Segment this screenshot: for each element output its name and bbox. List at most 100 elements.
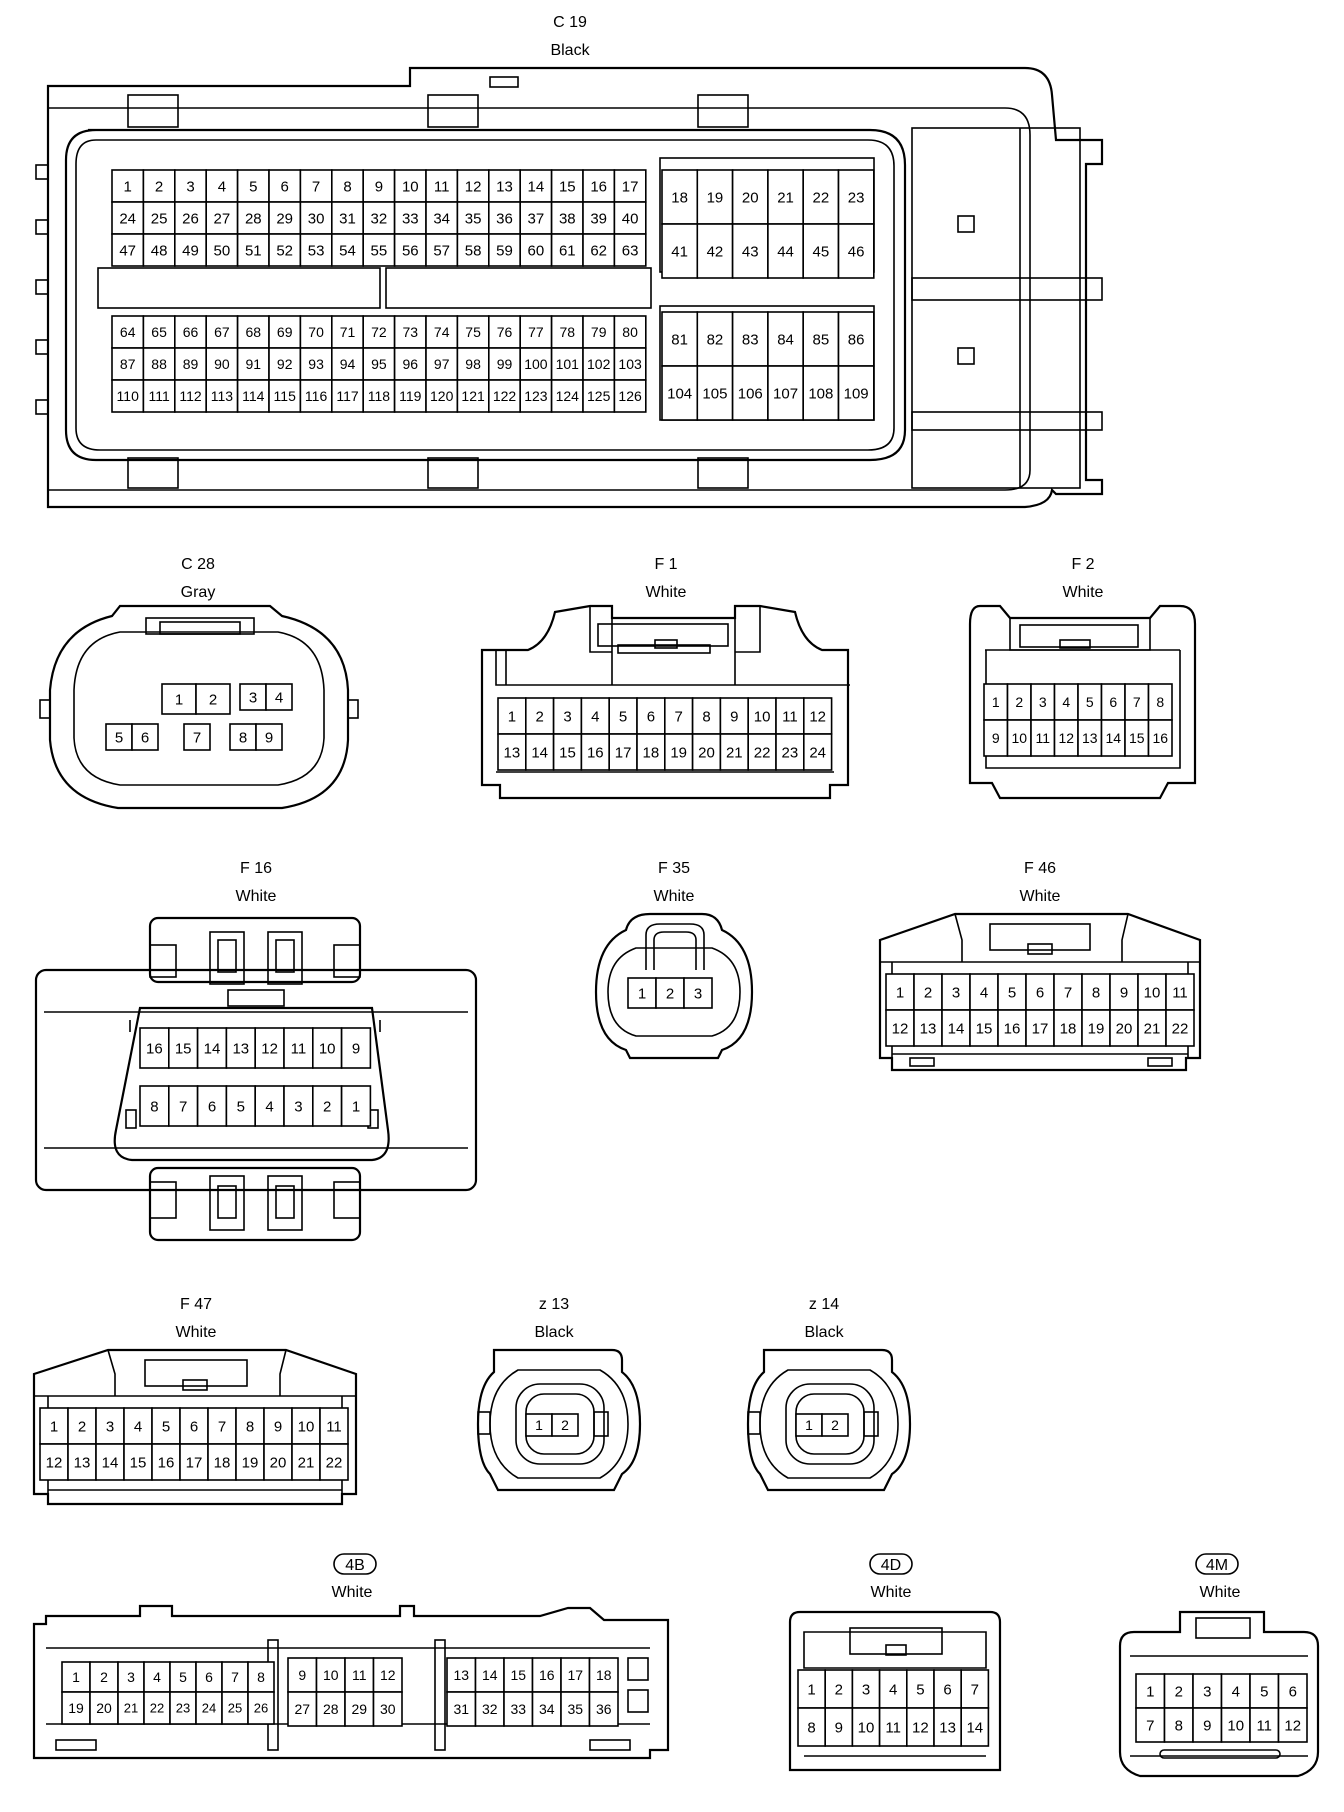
pin-number: 13 xyxy=(920,1020,937,1037)
pin-cell xyxy=(802,733,833,771)
pin-number: 10 xyxy=(319,1040,336,1057)
pin-number: 4 xyxy=(265,1098,273,1115)
connector-code: z 14 xyxy=(809,1296,839,1313)
pin-cell xyxy=(824,1669,854,1709)
pin-number: 12 xyxy=(261,1040,278,1057)
pin-number: 5 xyxy=(1008,984,1016,1001)
pin-cell xyxy=(283,1085,314,1127)
pin-cell xyxy=(802,365,840,421)
pin-cell xyxy=(142,379,176,413)
pin-number: 70 xyxy=(308,324,324,340)
pin-number: 14 xyxy=(102,1454,119,1471)
pin-number: 19 xyxy=(1088,1020,1105,1037)
pin-number: 59 xyxy=(496,242,513,259)
pin-cell xyxy=(340,1027,372,1069)
pin-number: 58 xyxy=(465,242,482,259)
pin-number: 75 xyxy=(465,324,481,340)
pin-cell xyxy=(123,1443,153,1481)
pin-cell xyxy=(613,315,647,349)
pin-number: 44 xyxy=(777,243,794,260)
pin-number: 16 xyxy=(158,1454,175,1471)
pin-number: 101 xyxy=(556,356,580,372)
pin-number: 111 xyxy=(148,388,169,404)
pin-cell xyxy=(311,1085,343,1127)
pin-cell xyxy=(608,697,638,735)
pin-cell xyxy=(131,723,159,751)
pin-cell xyxy=(236,315,270,349)
pin-number: 17 xyxy=(186,1454,203,1471)
pin-number: 22 xyxy=(150,1701,164,1716)
pin-number: 10 xyxy=(1011,730,1027,746)
pin-number: 6 xyxy=(647,708,655,725)
pin-number: 89 xyxy=(183,356,199,372)
pin-number: 30 xyxy=(308,210,325,227)
pin-cell xyxy=(613,201,647,235)
pin-cell xyxy=(519,347,553,381)
pin-cell xyxy=(580,733,611,771)
pin-number: 26 xyxy=(182,210,199,227)
pin-cell xyxy=(691,733,722,771)
pin-number: 4 xyxy=(1062,694,1070,710)
pin-number: 2 xyxy=(536,708,544,725)
pin-cell xyxy=(425,201,459,235)
pin-number: 47 xyxy=(119,242,136,259)
pin-cell xyxy=(731,365,769,421)
pin-number: 10 xyxy=(1144,984,1161,1001)
pin-cell xyxy=(265,683,293,711)
pin-cell xyxy=(239,683,267,711)
pin-number: 4 xyxy=(218,178,226,195)
pin-number: 21 xyxy=(726,744,743,761)
pin-number: 13 xyxy=(496,178,513,195)
pin-number: 107 xyxy=(773,385,798,402)
pin-cell xyxy=(142,169,176,203)
pin-number: 2 xyxy=(831,1417,839,1433)
pin-number: 14 xyxy=(966,1719,983,1736)
pin-cell xyxy=(89,1661,119,1693)
pin-cell xyxy=(933,1669,963,1709)
pin-cell xyxy=(1192,1707,1223,1743)
pin-cell xyxy=(1109,973,1139,1011)
pin-cell xyxy=(969,973,999,1011)
pin-number: 10 xyxy=(858,1719,875,1736)
pin-number: 29 xyxy=(351,1701,367,1717)
connector-color: White xyxy=(236,888,277,905)
pin-number: 11 xyxy=(326,1418,342,1435)
pin-cell xyxy=(330,347,364,381)
pin-number: 2 xyxy=(78,1418,86,1435)
pin-number: 20 xyxy=(1116,1020,1133,1037)
pin-cell xyxy=(683,977,713,1009)
connector-code: F 16 xyxy=(240,860,272,877)
pin-number: 7 xyxy=(1064,984,1072,1001)
pin-number: 16 xyxy=(587,744,604,761)
pin-number: 90 xyxy=(214,356,230,372)
pin-cell xyxy=(330,169,364,203)
pin-number: 10 xyxy=(402,178,419,195)
pin-number: 24 xyxy=(809,744,826,761)
pin-number: 16 xyxy=(146,1040,163,1057)
pin-number: 1 xyxy=(72,1669,80,1685)
pin-number: 20 xyxy=(270,1454,287,1471)
pin-number: 7 xyxy=(971,1681,979,1698)
pin-cell xyxy=(487,233,521,267)
pin-number: 32 xyxy=(482,1701,498,1717)
pin-cell xyxy=(497,733,527,771)
pin-cell xyxy=(61,1691,91,1725)
pin-number: 14 xyxy=(528,178,545,195)
pin-cell xyxy=(960,1707,990,1747)
pin-number: 68 xyxy=(246,324,262,340)
connector-f1-housing xyxy=(480,604,850,800)
pin-cell xyxy=(111,201,145,235)
pin-number: 4 xyxy=(134,1418,142,1435)
pin-number: 25 xyxy=(228,1701,242,1716)
pin-cell xyxy=(446,1657,477,1693)
pin-number: 97 xyxy=(434,356,450,372)
pin-number: 84 xyxy=(777,331,794,348)
connector-code: F 47 xyxy=(180,1296,212,1313)
